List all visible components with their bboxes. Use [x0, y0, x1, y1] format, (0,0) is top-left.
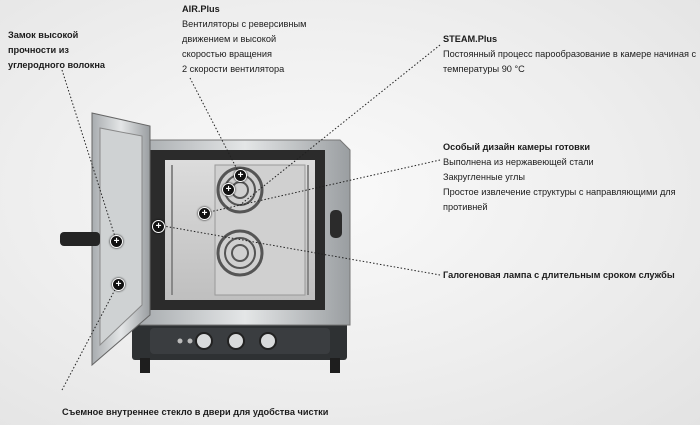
airplus-label: AIR.Plus Вентиляторы с реверсивным движе… — [182, 2, 306, 77]
steamplus-line-2: температуры 90 °С — [443, 64, 525, 74]
chamber-line-3: Простое извлечение структуры с направляю… — [443, 187, 676, 197]
steamplus-label: STEAM.Plus Постоянный процесс парообразо… — [443, 32, 696, 77]
steamplus-title: STEAM.Plus — [443, 34, 498, 44]
lock-label: Замок высокой прочности из углеродного в… — [8, 28, 105, 73]
airplus-line-4: 2 скорости вентилятора — [182, 64, 285, 74]
control-panel — [150, 328, 330, 354]
marker-door-lock: + — [110, 235, 123, 248]
airplus-title: AIR.Plus — [182, 4, 220, 14]
lock-line-1: Замок высокой — [8, 30, 79, 40]
steamplus-line-1: Постоянный процесс парообразование в кам… — [443, 49, 697, 59]
airplus-line-1: Вентиляторы с реверсивным — [182, 19, 307, 29]
marker-steam: + — [198, 207, 211, 220]
marker-lamp: + — [152, 220, 165, 233]
chamber-line-4: противней — [443, 202, 488, 212]
airplus-line-2: движением и высокой — [182, 34, 277, 44]
glass-label: Съемное внутреннее стекло в двери для уд… — [62, 407, 329, 417]
airplus-line-3: скоростью вращения — [182, 49, 272, 59]
marker-inner-glass: + — [112, 278, 125, 291]
chamber-line-1: Выполнена из нержавеющей стали — [443, 157, 594, 167]
marker-fan-middle: + — [222, 183, 235, 196]
lamp-label: Галогеновая лампа с длительным сроком сл… — [443, 270, 675, 280]
chamber-line-2: Закругленные углы — [443, 172, 526, 182]
leader-lines — [61, 44, 441, 391]
chamber-label: Особый дизайн камеры готовки Выполнена и… — [443, 140, 676, 215]
oven-door — [60, 112, 151, 367]
lock-line-2: прочности из — [8, 45, 69, 55]
lock-line-3: углеродного волокна — [8, 60, 105, 70]
marker-fan-top: + — [234, 169, 247, 182]
oven-body — [139, 139, 351, 326]
chamber-title: Особый дизайн камеры готовки — [443, 142, 590, 152]
